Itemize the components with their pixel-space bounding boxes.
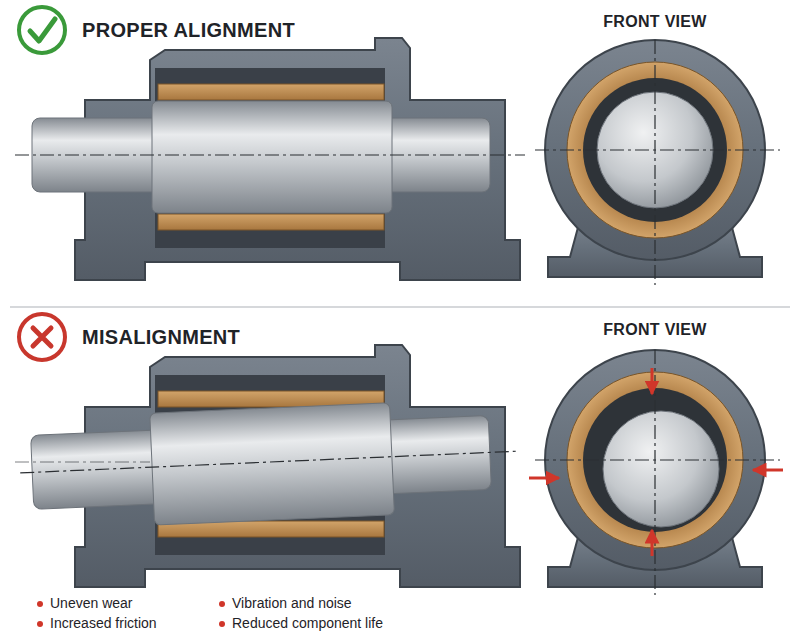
view-label: FRONT VIEW — [575, 13, 735, 31]
check-icon — [19, 7, 65, 53]
effect-item: Increased friction — [50, 615, 157, 631]
section-heading: PROPER ALIGNMENT — [82, 19, 295, 42]
effect-item: Reduced component life — [232, 615, 383, 631]
divider — [10, 306, 790, 308]
misaligned-side-view — [15, 345, 522, 587]
view-label: FRONT VIEW — [575, 321, 735, 339]
effect-item: Uneven wear — [50, 595, 133, 611]
cross-icon — [19, 314, 65, 360]
section-heading: MISALIGNMENT — [82, 326, 240, 349]
misaligned-front-view — [529, 350, 783, 595]
effect-item: Vibration and noise — [232, 595, 352, 611]
aligned-side-view — [15, 38, 525, 280]
aligned-front-view — [535, 40, 780, 285]
